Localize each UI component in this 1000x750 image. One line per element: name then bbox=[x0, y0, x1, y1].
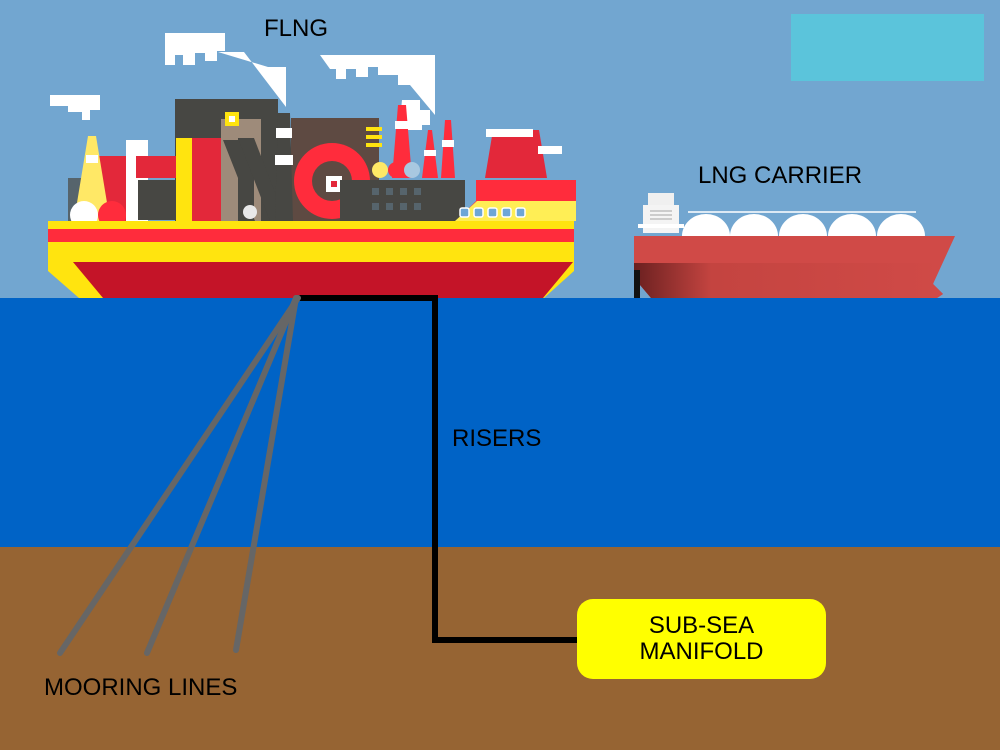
lng-carrier-label: LNG CARRIER bbox=[698, 162, 863, 189]
flng-vessel bbox=[48, 99, 576, 298]
manifold-label-line1: SUB-SEA bbox=[648, 612, 755, 639]
seabed bbox=[0, 547, 1000, 750]
lng-carrier-vessel bbox=[634, 193, 955, 298]
sea bbox=[0, 298, 1000, 548]
mooring-lines bbox=[57, 295, 301, 656]
manifold-label-line2: MANIFOLD bbox=[639, 638, 764, 665]
flng-label: FLNG bbox=[264, 15, 329, 42]
legend-box bbox=[791, 14, 984, 81]
riser-line bbox=[298, 295, 577, 643]
mooring-line-2 bbox=[144, 295, 299, 656]
mooring-line-1 bbox=[57, 295, 301, 656]
mooring-line-3 bbox=[233, 295, 299, 653]
risers-label: RISERS bbox=[452, 425, 542, 452]
sub-sea-manifold: SUB-SEA MANIFOLD bbox=[577, 599, 826, 679]
mooring-lines-label: MOORING LINES bbox=[44, 674, 238, 701]
